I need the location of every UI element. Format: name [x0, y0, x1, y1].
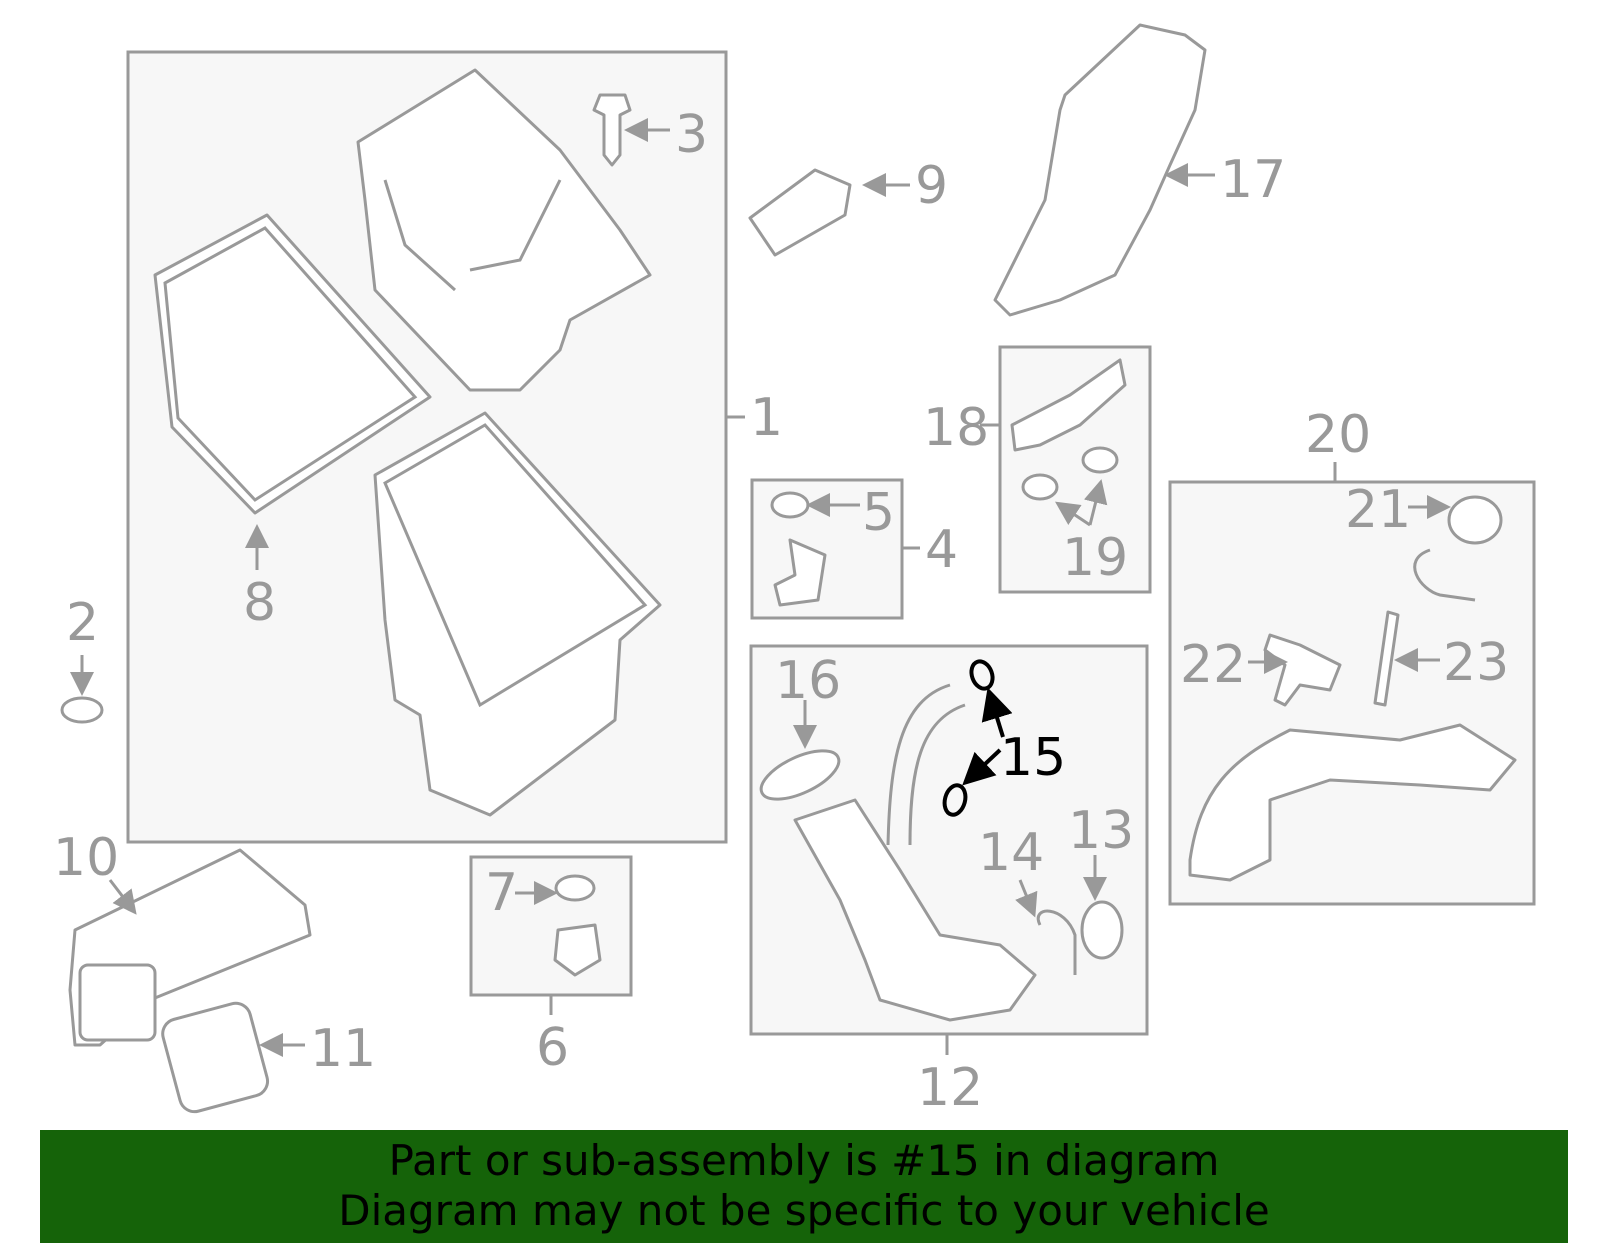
- callout-23: 23: [1443, 633, 1509, 693]
- callout-2: 2: [66, 593, 99, 653]
- banner-line-2: Diagram may not be specific to your vehi…: [338, 1186, 1270, 1235]
- callout-22: 22: [1180, 635, 1246, 695]
- callout-8: 8: [243, 573, 276, 633]
- air-filter: [153, 213, 432, 515]
- banner-line-1: Part or sub-assembly is #15 in diagram: [388, 1136, 1220, 1185]
- callout-19: 19: [1062, 528, 1128, 588]
- callout-4: 4: [925, 520, 958, 580]
- air-box-lid: [356, 68, 652, 392]
- callout-7: 7: [485, 863, 518, 923]
- callout-3: 3: [675, 105, 708, 165]
- callout-5: 5: [862, 483, 895, 543]
- bolt: [592, 93, 632, 167]
- callout-6: 6: [536, 1018, 569, 1078]
- intake-hose-12: [793, 798, 1037, 1022]
- callout-18: 18: [923, 398, 989, 458]
- air-intake-duct-17: [993, 23, 1207, 317]
- callout-10: 10: [53, 828, 119, 888]
- callout-15: 15: [1000, 728, 1066, 788]
- grille-11: [161, 1001, 270, 1114]
- o-ring-15-lower: [942, 783, 968, 817]
- callout-14: 14: [978, 823, 1044, 883]
- assembly-box-18: [998, 345, 1152, 594]
- callout-21: 21: [1345, 480, 1411, 540]
- callout-16: 16: [775, 651, 841, 711]
- callout-17: 17: [1220, 150, 1286, 210]
- callout-9: 9: [915, 156, 948, 216]
- callout-1: 1: [750, 388, 783, 448]
- callout-12: 12: [917, 1058, 983, 1118]
- mass-airflow-sensor: [748, 168, 852, 257]
- callout-20: 20: [1305, 405, 1371, 465]
- callout-11: 11: [310, 1019, 376, 1079]
- intake-hose-20: [1188, 723, 1517, 882]
- grommet-2: [60, 696, 104, 724]
- assembly-box-6: [469, 855, 633, 997]
- info-banner: Part or sub-assembly is #15 in diagram D…: [40, 1130, 1568, 1243]
- callout-13: 13: [1068, 801, 1134, 861]
- air-box-lower: [373, 411, 662, 817]
